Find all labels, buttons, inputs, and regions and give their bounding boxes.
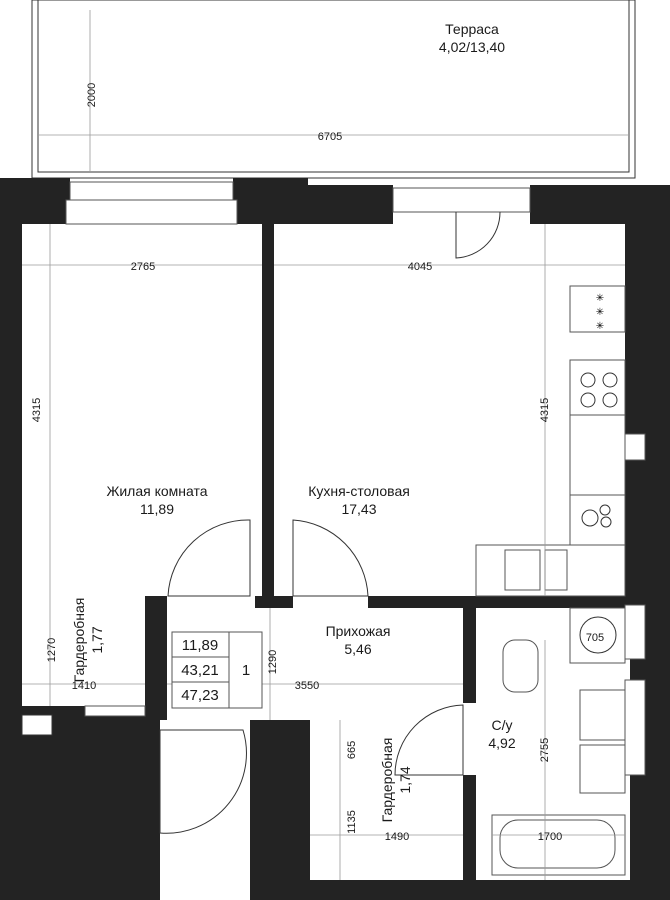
dim-bath-height: 2755 xyxy=(539,738,551,762)
dim-kitchen-depth: 4315 xyxy=(539,398,551,422)
terrace xyxy=(31,0,636,179)
dim-living-width: 2765 xyxy=(131,261,155,273)
windows xyxy=(65,181,646,776)
walls xyxy=(0,178,670,900)
living-name: Жилая комната xyxy=(106,483,207,499)
summary-rooms-count: 1 xyxy=(242,662,250,679)
dim-living-depth: 4315 xyxy=(31,398,43,422)
living-area: 11,89 xyxy=(140,501,174,517)
hall-name: Прихожая xyxy=(326,623,391,639)
summary-total-area: 43,21 xyxy=(181,662,219,679)
hall-area: 5,46 xyxy=(344,641,371,657)
summary-table: 11,89 43,21 47,23 1 xyxy=(171,631,263,709)
dim-bath-width: 1700 xyxy=(538,831,562,843)
bath-name: С/у xyxy=(492,717,513,733)
dim-hall-width: 3550 xyxy=(295,680,319,692)
svg-text:✳: ✳ xyxy=(596,321,604,332)
summary-total-with-terrace: 47,23 xyxy=(181,687,219,704)
terrace-area: 4,02/13,40 xyxy=(439,39,505,55)
dim-terrace-height: 2000 xyxy=(86,83,98,107)
dim-hall-height: 1290 xyxy=(267,650,279,674)
dim-terrace-width: 6705 xyxy=(318,131,342,143)
wardrobe1-area: 1,77 xyxy=(89,626,105,653)
dim-wardrobe2-h1: 665 xyxy=(346,741,358,759)
dim-wardrobe2-h2: 1135 xyxy=(346,810,358,834)
dim-kitchen-width: 4045 xyxy=(408,261,432,273)
bath-area: 4,92 xyxy=(488,735,515,751)
kitchen-fixtures: ✳ ✳ ✳ xyxy=(475,285,626,597)
dim-wardrobe2-width: 1490 xyxy=(385,831,409,843)
wardrobe1-name: Гардеробная xyxy=(71,598,87,683)
wardrobe2-area: 1,74 xyxy=(397,766,413,793)
dim-washer: 705 xyxy=(586,632,604,644)
dim-wardrobe1-height: 1270 xyxy=(46,638,58,662)
dim-wardrobe1-width: 1410 xyxy=(72,680,96,692)
doors xyxy=(159,211,501,834)
svg-text:✳: ✳ xyxy=(596,293,604,304)
terrace-name: Терраса xyxy=(445,21,499,37)
kitchen-area: 17,43 xyxy=(341,501,376,517)
dimension-lines xyxy=(22,224,625,880)
kitchen-name: Кухня-столовая xyxy=(308,483,410,499)
wardrobe2-name: Гардеробная xyxy=(379,738,395,823)
svg-text:✳: ✳ xyxy=(596,307,604,318)
summary-living-area: 11,89 xyxy=(182,637,218,654)
bath-fixtures xyxy=(491,607,626,876)
